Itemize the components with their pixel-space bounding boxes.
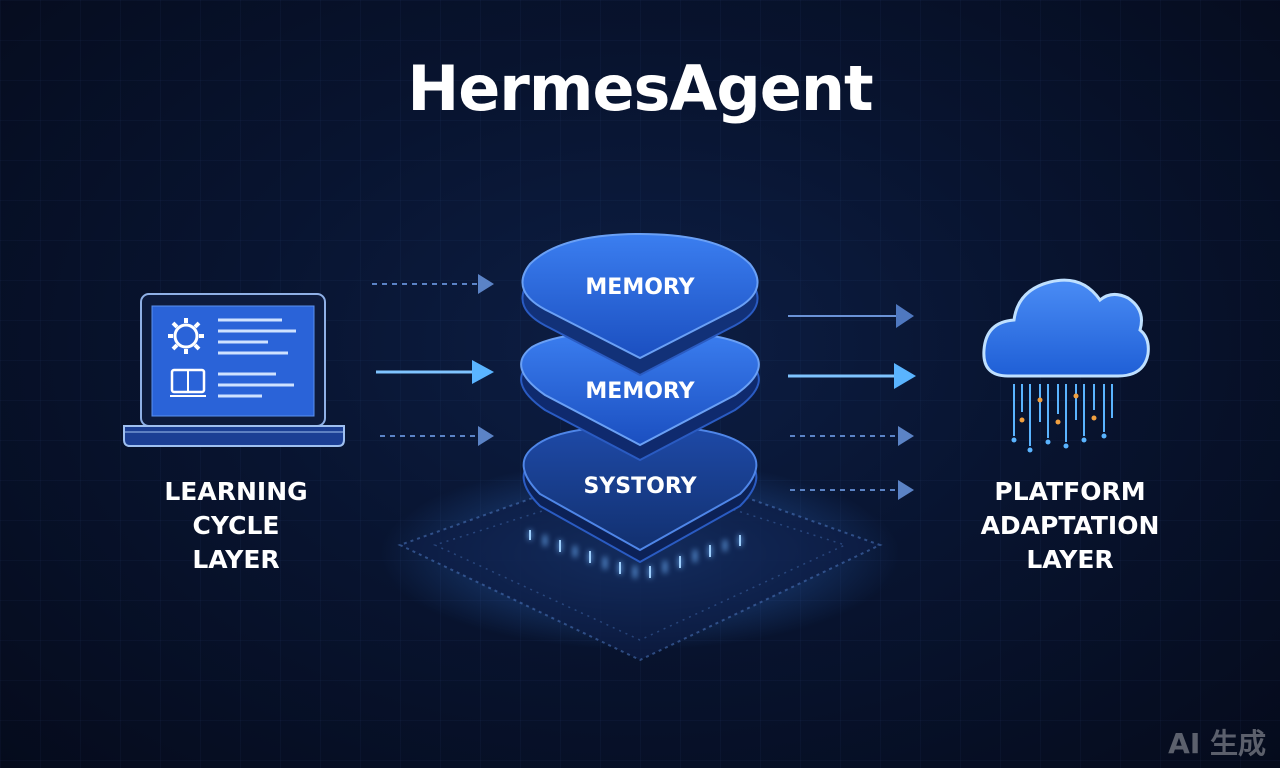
- cloud-icon: [982, 278, 1150, 453]
- left-label-line: CYCLE: [192, 511, 280, 540]
- platform-adaptation-layer-label: PLATFORM ADAPTATION LAYER: [960, 475, 1180, 577]
- diagram-title: HermesAgent: [407, 52, 873, 125]
- stack-layer-3-label: SYSTORY: [583, 474, 697, 499]
- learning-cycle-layer-label: LEARNING CYCLE LAYER: [136, 475, 336, 577]
- gear-icon: [168, 318, 204, 354]
- stack-layer-1-label: MEMORY: [585, 275, 695, 300]
- left-arrows: [372, 274, 494, 446]
- cloud-data-dots: [1019, 393, 1097, 425]
- laptop-icon: [123, 293, 345, 447]
- left-label-line: LAYER: [192, 545, 280, 574]
- right-label-line: LAYER: [1026, 545, 1114, 574]
- right-label-line: PLATFORM: [994, 477, 1146, 506]
- stack-layer-1: [521, 232, 759, 377]
- right-label-line: ADAPTATION: [980, 511, 1160, 540]
- watermark: AI 生成: [1168, 727, 1266, 760]
- stack-layer-2-label: MEMORY: [585, 379, 695, 404]
- left-label-line: LEARNING: [164, 477, 308, 506]
- cloud-data-lines: [1013, 384, 1113, 446]
- right-arrows: [788, 304, 916, 500]
- book-icon: [170, 368, 206, 397]
